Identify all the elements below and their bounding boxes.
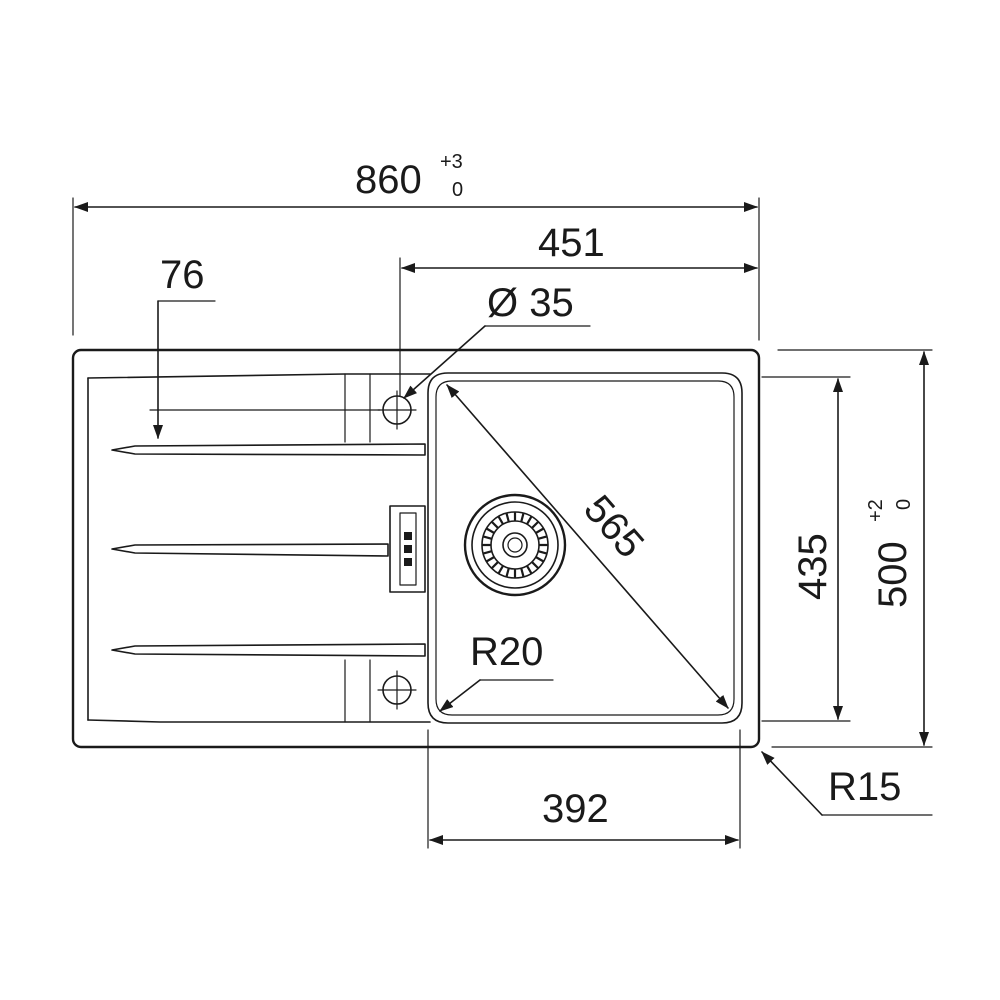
drain-slot [535, 556, 544, 563]
drain-slot [505, 512, 510, 522]
tap-hole-top [377, 390, 417, 430]
bowl-outline [427, 372, 743, 724]
dimension-overall-depth-tol-plus: +2 [865, 499, 887, 522]
drain-slot [531, 561, 539, 569]
dimension-tap-hole-offset-value: 76 [160, 253, 205, 297]
dimension-overall-width-value: 860 [355, 158, 422, 202]
dimension-bowl-to-edge: 451 [399, 221, 758, 397]
drain-slot [486, 556, 495, 563]
dimension-corner-radius: R15 [761, 751, 933, 816]
dimension-bowl-width-value: 392 [542, 787, 609, 831]
drain-slot [482, 535, 492, 540]
drain-slot [491, 521, 499, 529]
drain-slot [486, 527, 495, 534]
dimension-overall-width-tol-plus: +3 [440, 151, 463, 173]
dimension-inner-radius: R20 [439, 630, 554, 712]
drain-strainer [463, 493, 567, 597]
dimension-inner-radius-value: R20 [470, 630, 543, 674]
dimension-overall-depth-tol-minus: 0 [893, 499, 915, 510]
drain-slot [531, 521, 539, 529]
drainer-grooves [111, 443, 426, 657]
drain-slot [526, 516, 533, 525]
dimension-bowl-width: 392 [427, 729, 741, 849]
dimension-overall-width: 860 +3 0 [72, 151, 760, 341]
drain-slot [482, 550, 492, 555]
drain-slot [497, 516, 504, 525]
drain-slot [535, 527, 544, 534]
drain-slot [520, 568, 525, 578]
tap-hole-bottom [377, 670, 417, 710]
drain-spokes [481, 511, 549, 579]
drain-slot [538, 550, 548, 555]
sink-outline [71, 348, 761, 749]
dimension-corner-radius-value: R15 [828, 765, 901, 809]
drain-slot [505, 568, 510, 578]
dimension-tap-hole-diameter-value: Ø 35 [487, 281, 574, 325]
drain-slot [491, 561, 499, 569]
dimension-tap-hole-diameter: Ø 35 [403, 281, 591, 399]
dimension-tap-hole-offset: 76 [149, 253, 381, 439]
dimension-bowl-height-value: 435 [791, 533, 835, 600]
overflow-slot [389, 505, 426, 593]
dimension-bowl-height: 435 [761, 376, 851, 722]
drain-slot [526, 565, 533, 574]
dimension-overall-depth: 500 +2 0 [771, 349, 933, 748]
drain-slot [520, 512, 525, 522]
dimension-overall-width-tol-minus: 0 [452, 179, 463, 201]
drain-slot [538, 535, 548, 540]
dimension-bowl-diagonal-value: 565 [575, 487, 652, 566]
drain-slot [497, 565, 504, 574]
dimension-overall-depth-value: 500 [871, 541, 915, 608]
dimension-bowl-to-edge-value: 451 [538, 221, 605, 265]
